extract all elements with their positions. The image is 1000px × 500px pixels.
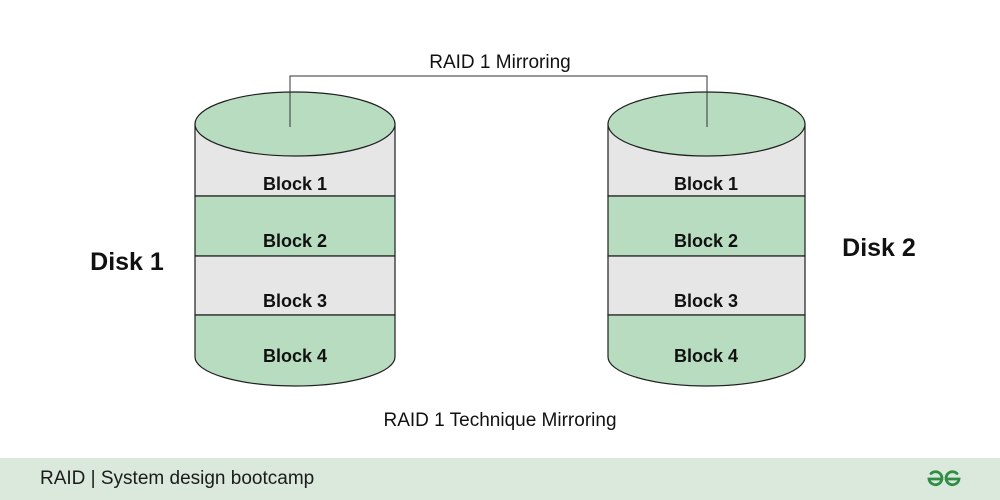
- disk-1-label: Disk 1: [90, 248, 164, 276]
- disk-2-block-1-label: Block 1: [674, 174, 738, 194]
- disk-2-block-2-label: Block 2: [674, 231, 738, 251]
- disk-1-block-4: [194, 314, 396, 387]
- diagram-caption: RAID 1 Technique Mirroring: [383, 410, 616, 431]
- disk-1-block-2-label: Block 2: [263, 231, 327, 251]
- footer-title: RAID | System design bootcamp: [40, 468, 315, 489]
- gfg-logo-icon: [927, 470, 961, 487]
- disk-1: Block 1 Block 2 Block 3 Block 4: [194, 76, 396, 387]
- disk-1-block-4-label: Block 4: [263, 346, 327, 366]
- disk-2-label: Disk 2: [842, 234, 916, 262]
- disk-2-block-4: [607, 314, 806, 387]
- raid1-diagram: RAID 1 Mirroring Block 1 Block 2 Block 3…: [90, 48, 916, 431]
- disk-1-block-1-label: Block 1: [263, 174, 327, 194]
- connector-label-bg: [410, 48, 590, 74]
- connector-label: RAID 1 Mirroring: [429, 52, 570, 73]
- disk-2: Block 1 Block 2 Block 3 Block 4: [607, 76, 806, 387]
- disk-2-block-4-label: Block 4: [674, 346, 738, 366]
- disk-1-top: [194, 91, 396, 157]
- disk-1-block-3-label: Block 3: [263, 291, 327, 311]
- disk-2-block-3-label: Block 3: [674, 291, 738, 311]
- footer-bar: RAID | System design bootcamp: [0, 458, 1000, 500]
